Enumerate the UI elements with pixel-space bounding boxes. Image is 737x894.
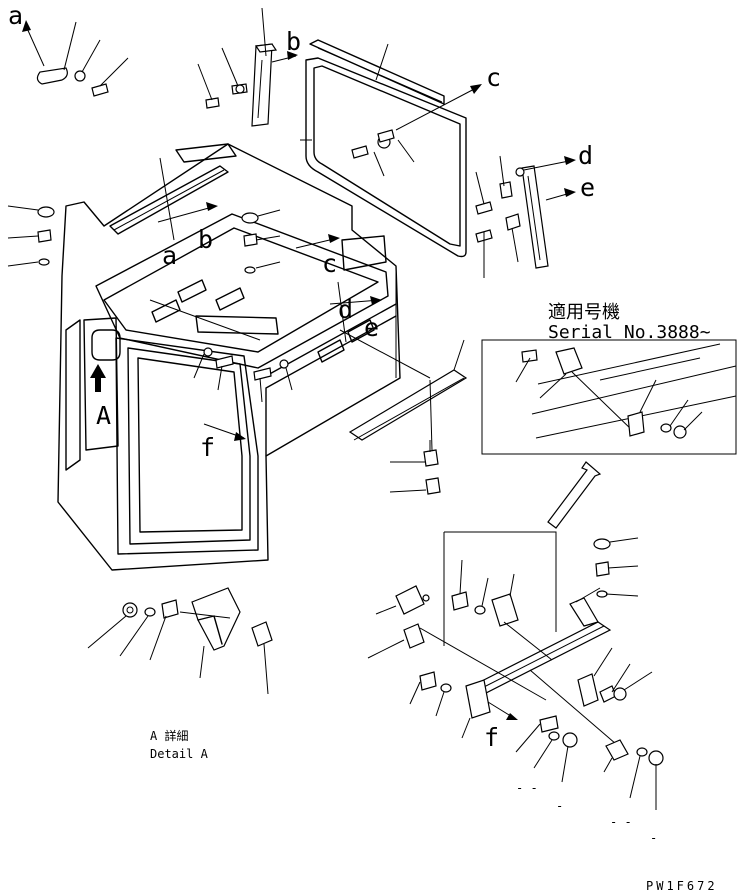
bracket-assembly: f - - - - - - — [367, 531, 664, 845]
drawing-code: PW1F672 — [646, 879, 718, 893]
callout-e-top: e — [580, 173, 595, 202]
detail-a-label-jp: A 詳細 — [150, 728, 188, 743]
inset-serial: Serial No.3888~ — [548, 322, 711, 343]
callout-a-body: a — [162, 241, 177, 270]
serial-inset: 適用号機 Serial No.3888~ — [481, 302, 737, 455]
detail-a-label-en: Detail A — [150, 747, 209, 761]
callout-a-top: a — [8, 1, 23, 30]
window-frame: c — [300, 39, 501, 258]
callout-d-top: d — [578, 141, 593, 170]
callout-b-top: b — [286, 27, 301, 56]
inset-title-jp: 適用号機 — [548, 302, 620, 323]
left-fasteners — [7, 205, 55, 267]
cab-body: a b c d e f A — [57, 143, 431, 571]
callout-d-body: d — [338, 295, 353, 324]
dash-mark-2: - - — [610, 815, 632, 829]
strip-b-assembly: b — [197, 7, 301, 127]
detail-a-parts: A 詳細 Detail A — [87, 587, 273, 761]
view-label: A — [96, 401, 111, 430]
handle-assembly: a — [8, 1, 129, 97]
callout-c-body: c — [322, 249, 337, 278]
dot-mark-1: - — [556, 799, 563, 813]
dot-mark-2: - — [650, 831, 657, 845]
inset-arrow — [547, 461, 602, 529]
guide-rail — [348, 339, 468, 495]
callout-f-body: f — [200, 433, 215, 462]
callout-e-body: e — [364, 313, 379, 342]
dash-mark-1: - - — [516, 781, 538, 795]
callout-c-top: c — [486, 63, 501, 92]
callout-f-bottom: f — [484, 723, 499, 752]
callout-b-body: b — [198, 225, 213, 254]
strip-de-assembly: d e — [475, 141, 595, 278]
